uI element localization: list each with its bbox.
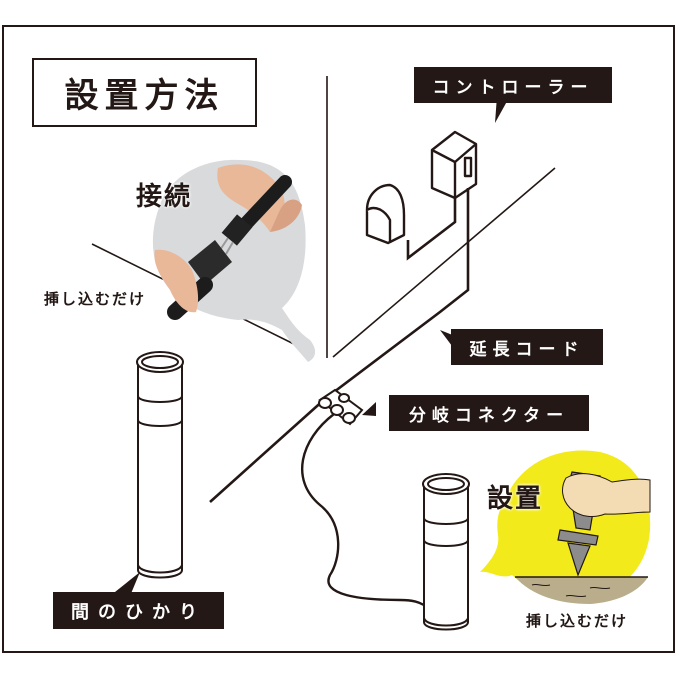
extension-cord-label: 延長コード bbox=[451, 329, 603, 365]
light-tube-right bbox=[422, 473, 470, 631]
branch-cable bbox=[300, 413, 425, 607]
connect-caption: 挿し込むだけ bbox=[44, 290, 147, 308]
install-caption: 挿し込むだけ bbox=[526, 612, 629, 630]
branch-connector-label: 分岐コネクター bbox=[389, 395, 589, 431]
install-heading: 設置 bbox=[487, 484, 544, 514]
controller-box bbox=[365, 130, 478, 245]
controller-label: コントローラー bbox=[414, 67, 612, 103]
light-product-label: 間のひかり bbox=[53, 592, 224, 629]
page-title: 設置方法 bbox=[64, 76, 225, 116]
page-title-box: 設置方法 bbox=[32, 58, 257, 127]
light-tube-left bbox=[136, 351, 184, 579]
extension-cord bbox=[209, 397, 327, 503]
branch-connector bbox=[318, 388, 364, 426]
connect-heading: 接続 bbox=[136, 182, 193, 212]
connect-inset bbox=[152, 159, 316, 362]
controller-cables bbox=[329, 188, 470, 397]
install-inset bbox=[480, 450, 651, 604]
outer-frame bbox=[2, 25, 675, 653]
